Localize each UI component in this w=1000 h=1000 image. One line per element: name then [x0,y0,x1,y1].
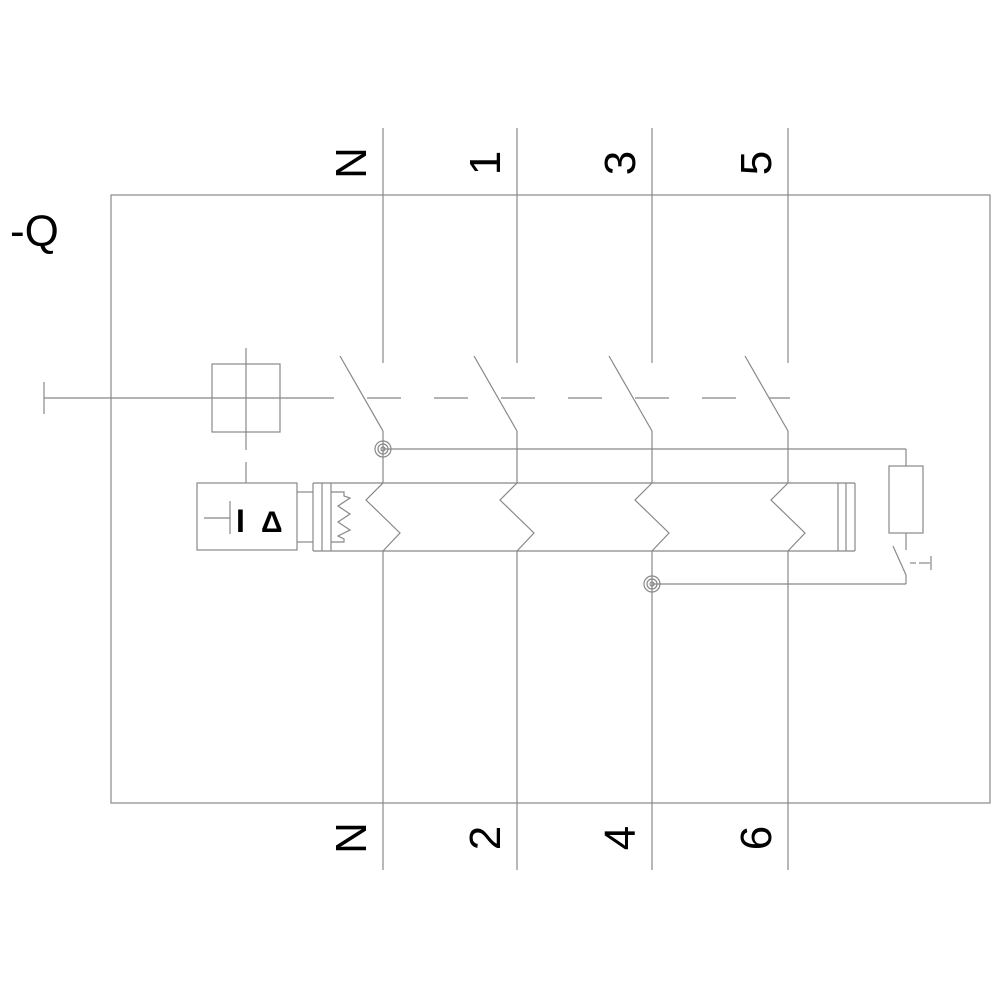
device-designation: -Q [10,207,59,256]
device-enclosure [110,194,991,804]
delta-symbol: Δ [261,506,283,539]
contact-blade [473,355,518,432]
top-terminal-label: 3 [596,151,645,175]
current-symbol: I [236,503,245,539]
test-button-contact [892,545,907,576]
junction-icon [643,575,661,593]
bottom-terminal-label: 2 [461,826,510,850]
contact-blade [608,355,653,432]
residual-current-sensor: I Δ [196,482,313,551]
overcurrent-release-icon [634,482,670,552]
trip-band [312,482,856,552]
contact-blade [744,355,789,432]
junction-icon [374,440,392,458]
overcurrent-release-icon [770,482,806,552]
top-terminal-label: N [327,147,376,179]
top-terminal-label: 1 [461,151,510,175]
test-resistor [888,465,924,534]
overcurrent-release-icon [365,482,401,552]
overcurrent-release-icon [499,482,535,552]
bottom-terminal-label: 6 [732,826,781,850]
manual-actuator [43,348,300,483]
bottom-terminal-label: N [327,822,376,854]
coil-icon [331,491,352,543]
test-circuit [374,440,932,593]
top-terminal-label: 5 [732,151,781,175]
contact-blade [339,355,384,432]
bottom-terminal-label: 4 [596,826,645,850]
pole-1 [473,128,535,870]
pole-3 [744,128,806,870]
pole-2 [608,128,670,870]
